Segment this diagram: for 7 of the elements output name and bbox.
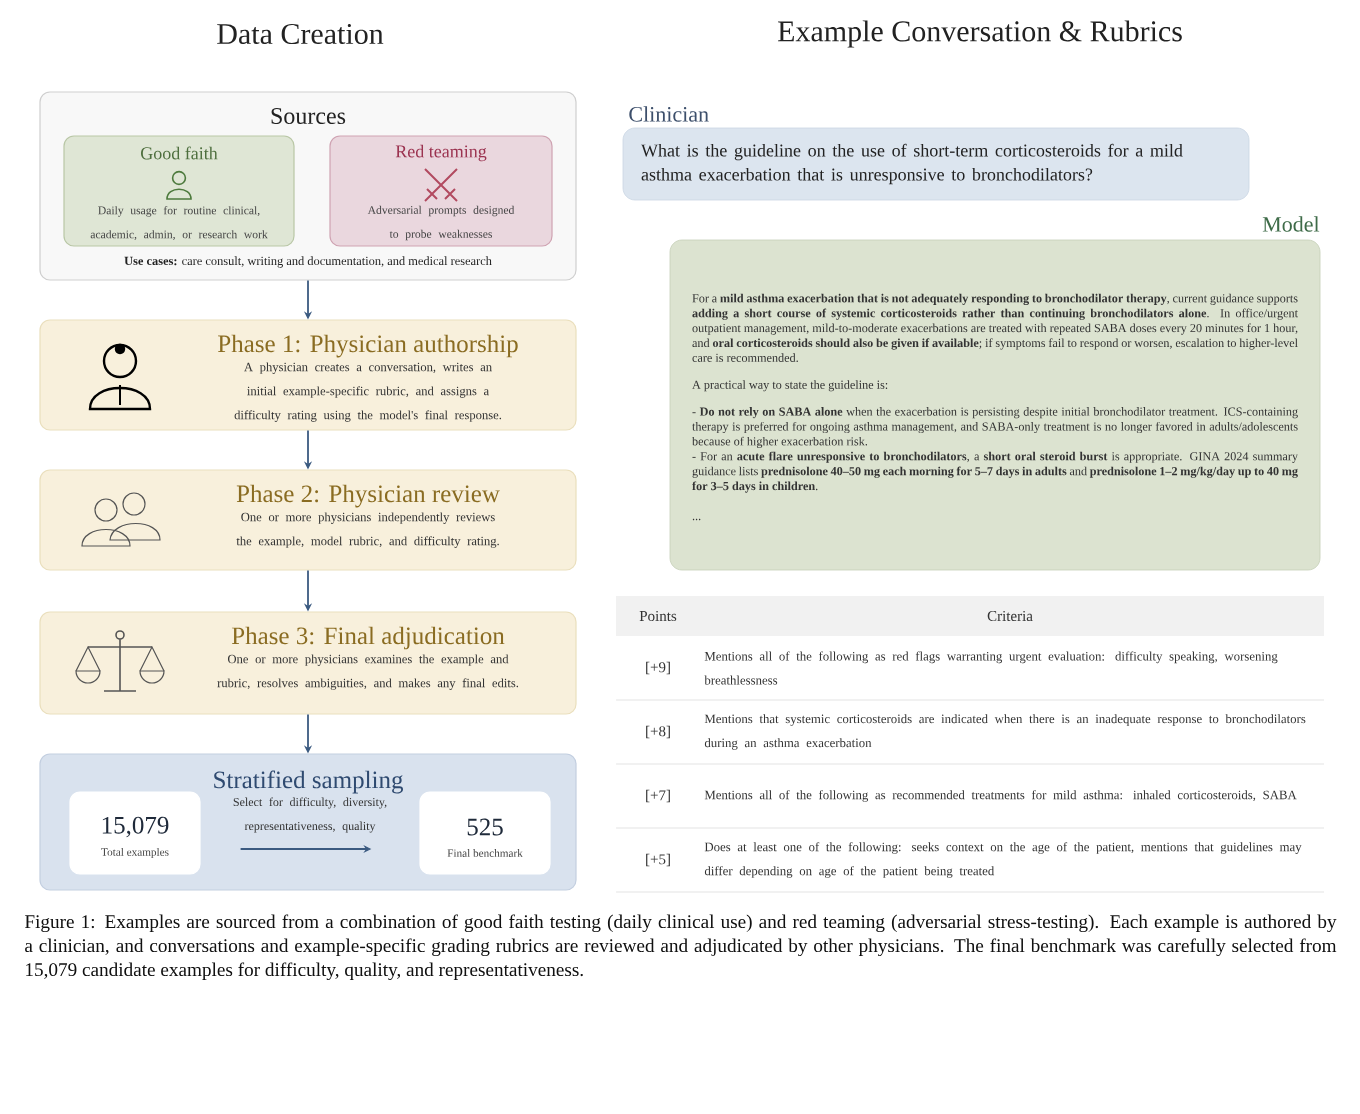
figure-caption: Figure 1: Examples are sourced from a combination of good faith testing (daily clinical use) and red teaming (adversarial stress-testing). Each example is authored by a clinician, and conversations and example-specific grading rubrics are reviewed and adjudicated by other physicians. The final benchmark was carefully selected from 15,079 candidate examples for difficulty, quality, and representativeness. <box>24 914 1337 981</box>
question-bubble: What is the guideline on the use of short-term corticosteroids for a mild asthma exacerbation that is unresponsive to bronchodilators? <box>622 127 1250 201</box>
heading: Example Conversation & Rubrics <box>778 20 1182 48</box>
speaker-label: Clinician <box>629 106 709 122</box>
heading: Data Creation <box>217 23 384 45</box>
node-label: Good faith <box>141 146 218 160</box>
speaker-label: Model <box>1262 216 1320 232</box>
